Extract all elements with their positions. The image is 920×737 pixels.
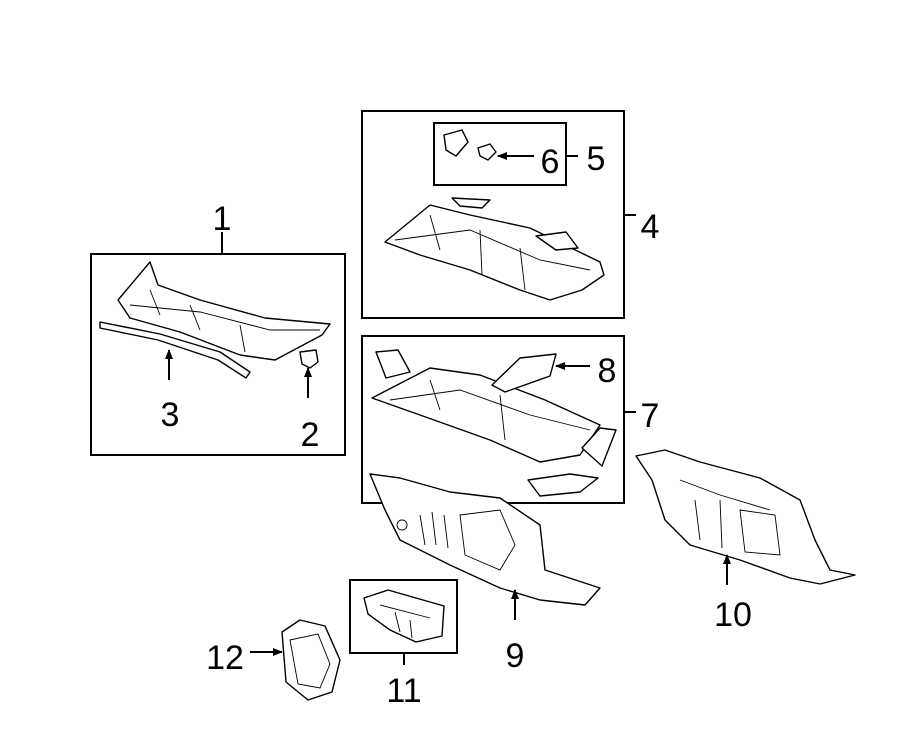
dash-panel-lower	[369, 473, 601, 606]
callout-12: 12	[206, 639, 244, 677]
callout-6: 6	[541, 143, 560, 181]
callout-7: 7	[641, 397, 660, 435]
cowl-panel-assembly	[384, 197, 605, 301]
callout-11: 11	[386, 672, 421, 710]
reinforcement-bracket	[363, 589, 445, 643]
weatherstrip	[99, 321, 251, 379]
group-box-1	[90, 253, 346, 456]
callout-1: 1	[213, 200, 232, 238]
callout-10: 10	[714, 596, 752, 634]
cover-plate	[281, 619, 341, 701]
callout-4: 4	[641, 208, 660, 246]
bracket-small	[443, 129, 469, 157]
clip	[477, 143, 497, 161]
dash-panel-upper	[371, 349, 617, 497]
callout-8: 8	[598, 352, 617, 390]
grommet	[299, 349, 319, 369]
callout-2: 2	[301, 416, 320, 454]
callout-5: 5	[587, 140, 606, 178]
insulator	[635, 449, 856, 585]
cowl-panel-upper	[117, 261, 331, 361]
callout-3: 3	[161, 396, 180, 434]
callout-9: 9	[506, 637, 525, 675]
group-box-5	[433, 122, 567, 186]
